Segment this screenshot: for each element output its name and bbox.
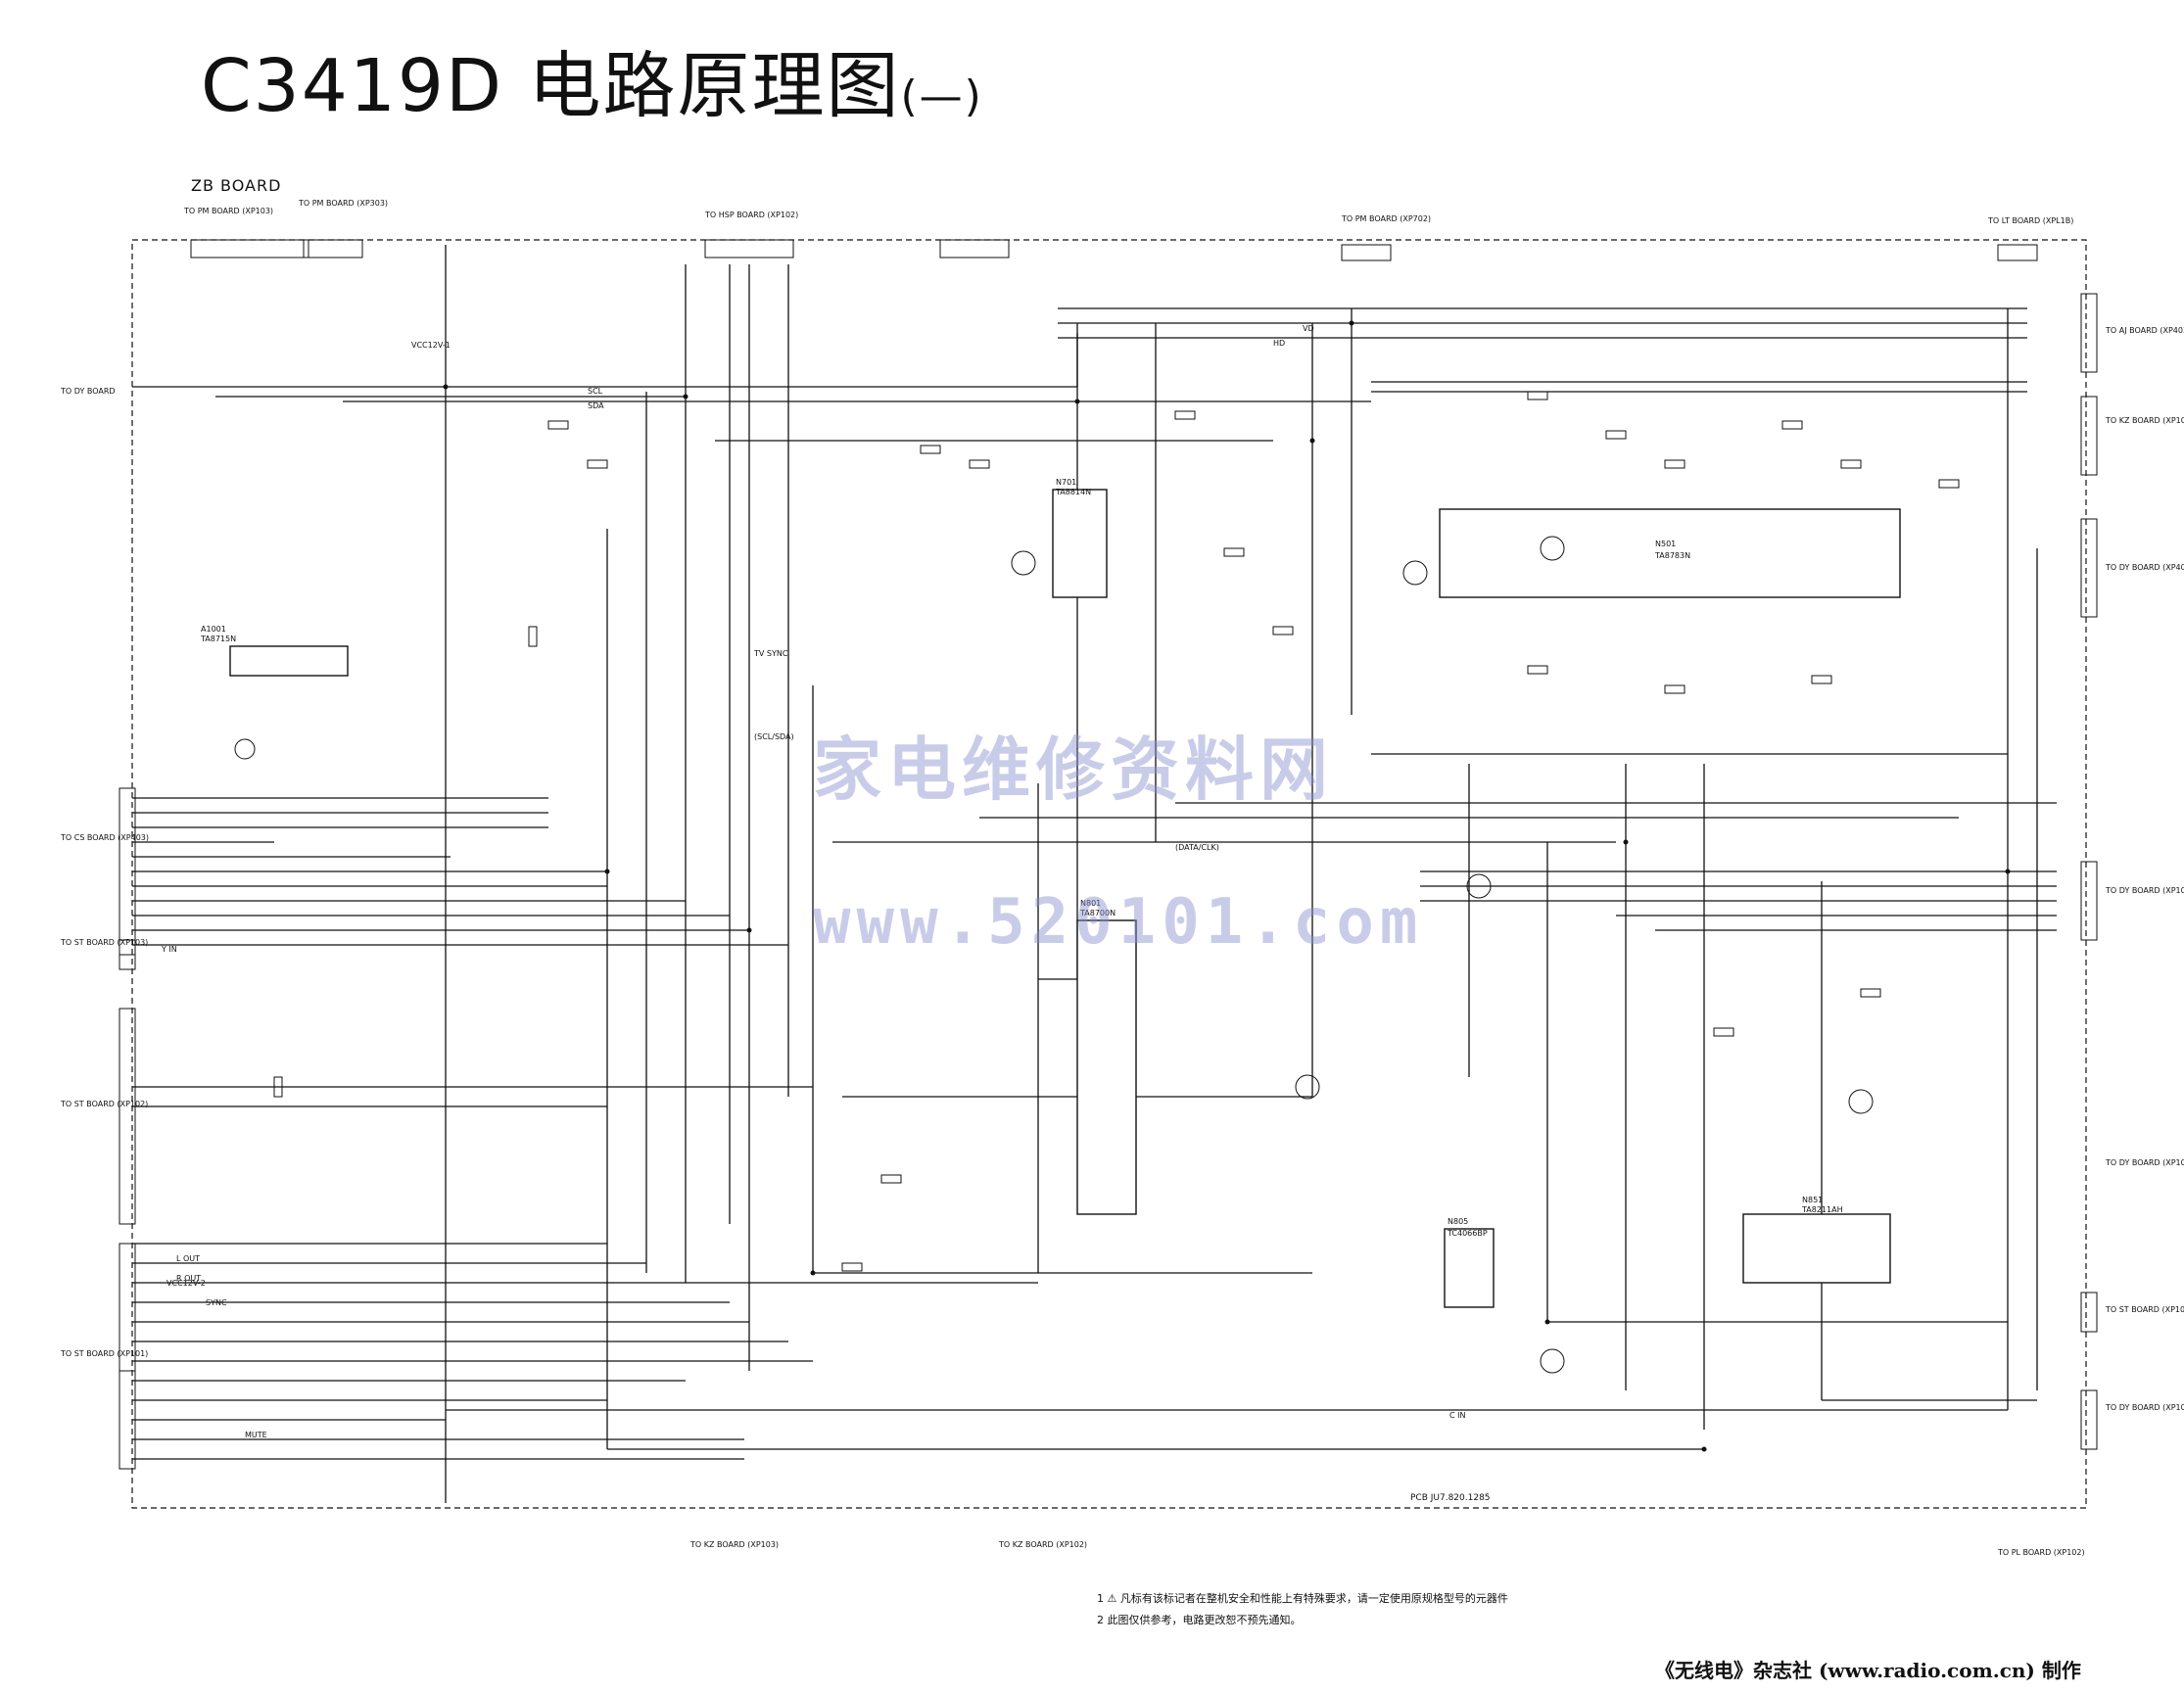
board-outline (131, 239, 2087, 1509)
ic-n805-ref: N805 (1448, 1217, 1468, 1226)
label-to-dy5: TO DY BOARD (XP103) (2105, 1403, 2184, 1412)
label-to-pl: TO PL BOARD (XP102) (1997, 1548, 2085, 1557)
ic-n805-part: TC4066BP (1447, 1229, 1488, 1238)
ic-n701 (1052, 489, 1108, 598)
connector-labels: TO PM BOARD (XP103) TO PM BOARD (XP303) … (60, 199, 2184, 1557)
label-to-kz3: TO KZ BOARD (XP102) (998, 1540, 1087, 1549)
label-to-st: TO ST BOARD (XP103) (60, 938, 148, 947)
ic-n801 (1076, 919, 1137, 1215)
top-connectors (190, 239, 2038, 261)
left-connectors (119, 787, 136, 1470)
label-to-dy3: TO DY BOARD (XP107) (2105, 886, 2184, 895)
label-to-pm-2: TO PM BOARD (XP303) (298, 199, 388, 208)
credit-line: 《无线电》杂志社 (www.radio.com.cn) 制作 (1655, 1659, 2081, 1682)
label-to-st4: TO ST BOARD (XP102) (2105, 1305, 2184, 1314)
net-scl-sda: (SCL/SDA) (754, 732, 794, 741)
net-mute: MUTE (245, 1431, 267, 1439)
label-to-dy: TO DY BOARD (60, 387, 116, 396)
note-1: 1 ⚠ 凡标有该标记者在整机安全和性能上有特殊要求，请一定使用原规格型号的元器件 (1097, 1592, 1508, 1605)
ic-n701-ref: N701 (1056, 478, 1076, 487)
ic-n501-part: TA8783N (1654, 551, 1690, 560)
label-to-dy4: TO DY BOARD (XP107) (2105, 1158, 2184, 1167)
ic-a1001-ref: A1001 (201, 625, 226, 634)
components (234, 391, 1960, 1374)
watermark-url: www.520101.com (813, 886, 1424, 959)
ic-n801-part: TA8700N (1079, 909, 1116, 917)
net-vcc12v-1: VCC12V-1 (411, 341, 451, 350)
label-to-pm-3: TO PM BOARD (XP702) (1341, 214, 1431, 223)
net-r-out: R OUT (176, 1274, 201, 1283)
ic-n851 (1742, 1213, 1891, 1284)
label-to-kz: TO KZ BOARD (XP103) (2105, 416, 2184, 425)
board-name: ZB BOARD (191, 176, 282, 195)
net-l-out: L OUT (176, 1254, 200, 1263)
net-scl: SCL (588, 387, 603, 396)
junctions (443, 320, 2011, 1452)
ic-n501-ref: N501 (1655, 540, 1676, 548)
label-to-dy2: TO DY BOARD (XP403) (2105, 563, 2184, 572)
ic-n851-ref: N851 (1802, 1196, 1823, 1204)
wiring (132, 245, 2057, 1503)
label-to-st2: TO ST BOARD (XP102) (60, 1100, 148, 1108)
net-hd: HD (1273, 339, 1285, 348)
right-connectors (2080, 293, 2098, 1450)
net-sync: SYNC (206, 1298, 227, 1307)
ic-n701-part: TA8814N (1055, 488, 1091, 496)
ic-a1001 (229, 645, 349, 677)
net-sda: SDA (588, 401, 604, 410)
label-to-cs: TO CS BOARD (XP403) (60, 833, 149, 842)
ic-labels: N701 TA8814N N501 TA8783N N801 TA8700N N… (200, 478, 1843, 1238)
ic-n801-ref: N801 (1080, 899, 1101, 908)
title-suffix: (—) (900, 71, 983, 121)
net-vcc12v-2: VCC12V-2 (166, 1279, 206, 1288)
net-c-in: C IN (1449, 1411, 1465, 1420)
label-to-lt: TO LT BOARD (XPL1B) (1987, 216, 2073, 225)
note-2: 2 此图仅供参考，电路更改恕不预先通知。 (1097, 1614, 1302, 1626)
label-to-pm-1: TO PM BOARD (XP103) (183, 207, 273, 215)
net-data-clk: (DATA/CLK) (1175, 843, 1219, 852)
ic-a1001-part: TA8715N (200, 635, 236, 643)
net-tv-sync: TV SYNC (753, 649, 788, 658)
ic-n501 (1439, 508, 1901, 598)
page-title: C3419D 电路原理图(—) (201, 27, 983, 132)
ic-n805 (1444, 1228, 1495, 1308)
label-to-hsp: TO HSP BOARD (XP102) (704, 211, 798, 219)
watermark-cn: 家电维修资料网 (813, 729, 1334, 810)
net-labels: SCL SDA HD VD Y IN C IN L OUT R OUT MUTE… (161, 324, 1465, 1439)
ic-blocks (229, 489, 1901, 1308)
label-to-kz2: TO KZ BOARD (XP103) (689, 1540, 779, 1549)
net-vd: VD (1303, 324, 1314, 333)
title-main: C3419D 电路原理图 (201, 44, 901, 128)
ic-n851-part: TA8211AH (1801, 1205, 1843, 1214)
label-to-aj: TO AJ BOARD (XP403) (2105, 326, 2184, 335)
label-to-st3: TO ST BOARD (XP101) (60, 1349, 148, 1358)
notes-block: 1 ⚠ 凡标有该标记者在整机安全和性能上有特殊要求，请一定使用原规格型号的元器件… (1097, 1588, 1508, 1631)
net-y-in: Y IN (161, 945, 177, 954)
pcb-code: PCB JU7.820.1285 (1410, 1493, 1491, 1503)
